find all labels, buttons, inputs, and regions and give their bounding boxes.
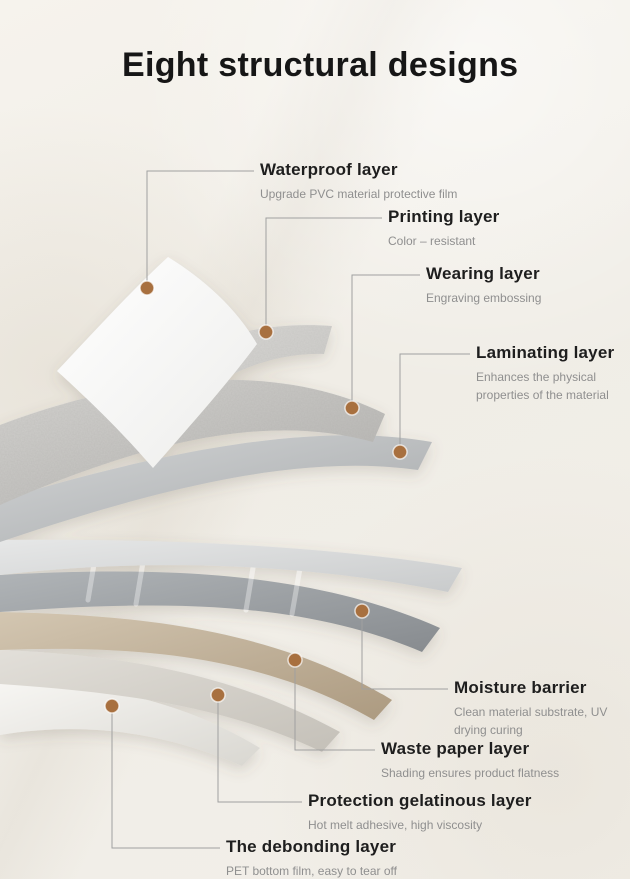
callout-connectors [111,170,470,849]
callout-desc: Upgrade PVC material protective film [260,187,458,201]
callout-debonding: The debonding layer PET bottom film, eas… [226,837,397,879]
callout-label: Moisture barrier [454,678,587,697]
callout-dot-waterproof [139,280,155,296]
callout-label: Protection gelatinous layer [308,791,532,810]
callout-desc: PET bottom film, easy to tear off [226,864,397,878]
callout-line-waste [294,660,375,751]
callout-desc: Engraving embossing [426,291,542,305]
callout-moisture: Moisture barrier Clean material substrat… [454,678,614,739]
callout-waterproof: Waterproof layer Upgrade PVC material pr… [260,160,457,203]
callout-dots [104,280,408,714]
callout-dot-moisture [354,603,370,619]
callout-label: Laminating layer [476,343,615,362]
callout-dot-debonding [104,698,120,714]
callout-line-laminating [399,353,470,452]
callout-line-protection [217,695,302,803]
callout-waste: Waste paper layer Shading ensures produc… [381,739,559,782]
sheet-waste-paper-layer [0,612,392,720]
callout-line-waterproof [146,170,254,288]
callout-protection: Protection gelatinous layer Hot melt adh… [308,791,532,834]
sheet-substrate [0,539,462,592]
callout-printing: Printing layer Color – resistant [388,207,499,250]
sheet-waterproof-layer [57,257,257,468]
callout-dot-printing [258,324,274,340]
callout-desc: Color – resistant [388,234,476,248]
sheet-wearing-layer-texture [0,379,385,505]
gloss-streak [243,559,257,613]
callout-label: Waste paper layer [381,739,530,758]
sheet-moisture-barrier [0,571,440,652]
callout-label: Wearing layer [426,264,540,283]
sheet-laminating-layer [0,435,432,542]
callout-laminating: Laminating layer Enhances the physical p… [476,343,626,404]
callout-dot-laminating [392,444,408,460]
sheet-protection-gelatinous-layer [0,650,340,752]
callout-line-wearing [351,274,420,408]
callout-dot-protection [210,687,226,703]
callout-label: Printing layer [388,207,500,226]
page-title: Eight structural designs [122,46,519,84]
callout-desc: Shading ensures product flatness [381,766,560,780]
callout-line-debonding [111,706,220,849]
sheet-debonding-layer [0,680,260,766]
callout-line-printing [265,217,382,332]
callout-desc: Enhances the physical properties of the … [476,370,609,402]
layer-sheets [0,257,462,766]
callout-desc: Hot melt adhesive, high viscosity [308,818,483,832]
callout-line-moisture [361,611,448,690]
callout-label: Waterproof layer [260,160,398,179]
callout-dot-waste [287,652,303,668]
gloss-streak [289,565,303,617]
callout-wearing: Wearing layer Engraving embossing [426,264,541,307]
callout-dot-wearing [344,400,360,416]
sheet-printing-layer-texture [120,325,332,445]
callout-desc: Clean material substrate, UV drying curi… [454,705,608,737]
callout-label: The debonding layer [226,837,397,856]
